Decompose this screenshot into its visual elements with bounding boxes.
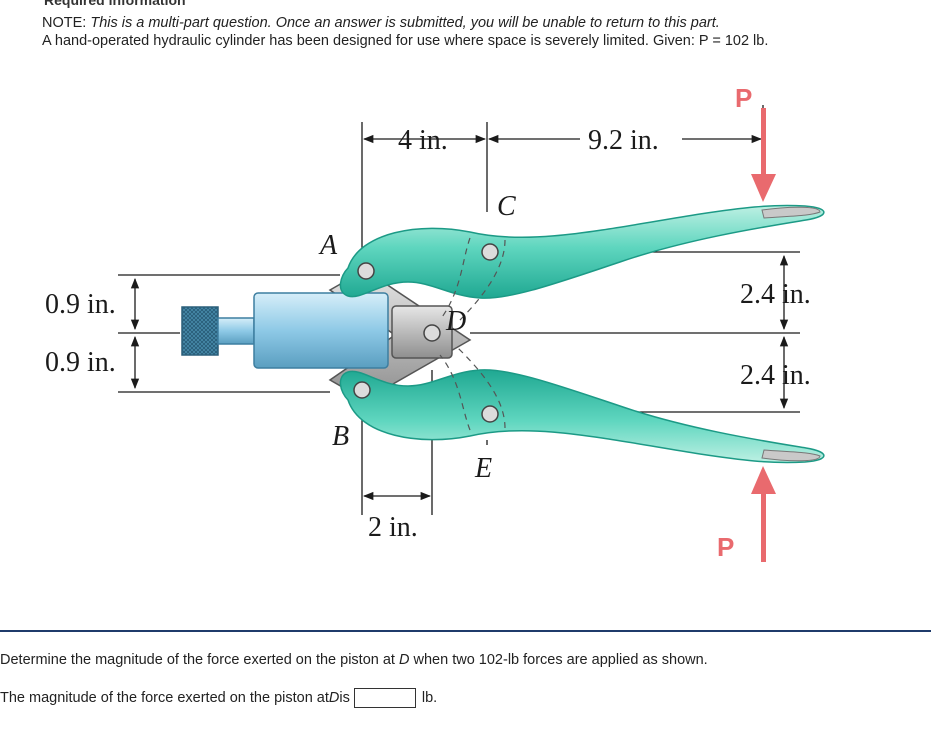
hydraulic-cylinder bbox=[253, 292, 389, 369]
lower-handle bbox=[339, 369, 825, 464]
dim-9-2in: 9.2 in. bbox=[588, 125, 659, 156]
question-text: Determine the magnitude of the force exe… bbox=[0, 652, 708, 668]
dim-0-9in-top: 0.9 in. bbox=[45, 289, 116, 320]
note-line-2: A hand-operated hydraulic cylinder has b… bbox=[42, 33, 769, 49]
pin-C bbox=[481, 243, 499, 261]
label-C: C bbox=[497, 191, 516, 222]
pins bbox=[353, 243, 499, 423]
section-header-partial: Required information bbox=[44, 0, 186, 8]
piston-rod bbox=[217, 317, 255, 345]
force-answer-input[interactable] bbox=[353, 688, 416, 708]
dim-2-4in-bottom: 2.4 in. bbox=[740, 360, 811, 391]
note-block: NOTE: This is a multi-part question. Onc… bbox=[42, 14, 902, 50]
answer-prefix: The magnitude of the force exerted on th… bbox=[0, 690, 329, 706]
label-A: A bbox=[318, 230, 338, 261]
dim-2in: 2 in. bbox=[368, 512, 418, 543]
force-arrow-bottom bbox=[751, 466, 776, 562]
force-arrow-top bbox=[751, 108, 776, 202]
upper-handle bbox=[339, 204, 825, 299]
answer-mid: is bbox=[339, 690, 350, 706]
label-D: D bbox=[445, 306, 466, 337]
hidden-lines bbox=[439, 237, 506, 431]
question-point: D bbox=[399, 652, 410, 668]
dim-4in: 4 in. bbox=[398, 125, 448, 156]
label-P-top: P bbox=[735, 83, 752, 113]
label-P-bottom: P bbox=[717, 532, 734, 562]
pin-A bbox=[357, 262, 375, 280]
section-divider bbox=[0, 630, 931, 632]
dim-0-9in-bottom: 0.9 in. bbox=[45, 347, 116, 378]
label-B: B bbox=[332, 421, 349, 452]
note-italic: This is a multi-part question. Once an a… bbox=[90, 15, 720, 31]
note-lead: NOTE: bbox=[42, 15, 87, 31]
answer-unit: lb. bbox=[421, 690, 438, 706]
answer-point: D bbox=[328, 690, 340, 706]
question-prefix: Determine the magnitude of the force exe… bbox=[0, 652, 399, 668]
answer-row: The magnitude of the force exerted on th… bbox=[0, 688, 437, 708]
question-suffix: when two 102-lb forces are applied as sh… bbox=[409, 652, 708, 668]
pin-B bbox=[353, 381, 371, 399]
label-E: E bbox=[474, 453, 492, 484]
hydraulic-cylinder-figure: P P 4 in. 9.2 in. 0.9 in. 0.9 in. 2.4 in… bbox=[45, 83, 825, 562]
pin-E bbox=[481, 405, 499, 423]
pin-D bbox=[423, 324, 441, 342]
note-line-1: NOTE: This is a multi-part question. Onc… bbox=[42, 14, 902, 32]
dim-2-4in-top: 2.4 in. bbox=[740, 279, 811, 310]
knurled-knob bbox=[181, 306, 219, 356]
